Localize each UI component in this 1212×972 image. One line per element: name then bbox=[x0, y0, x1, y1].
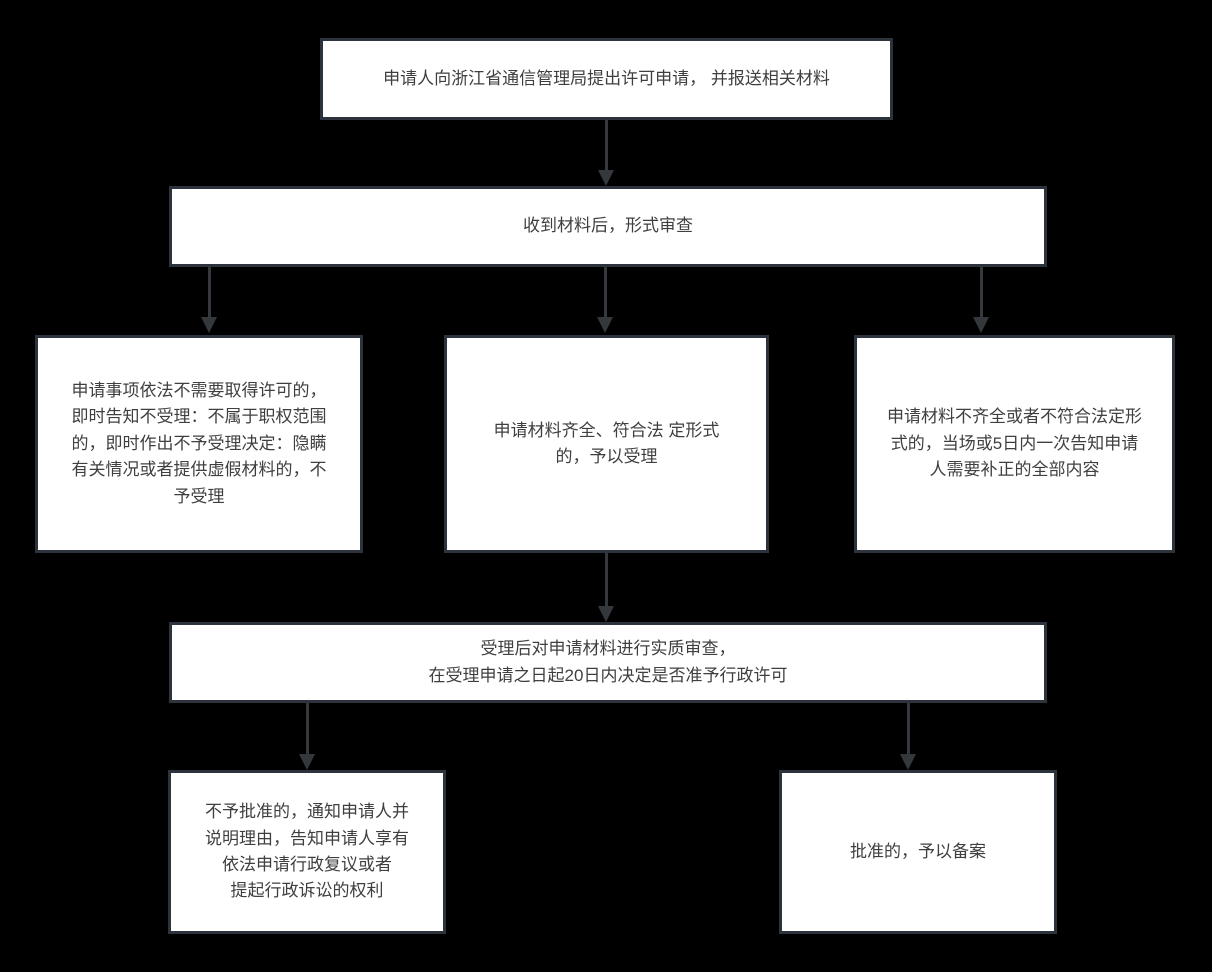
arrow-head-icon bbox=[299, 754, 315, 770]
arrow-head-icon bbox=[597, 317, 613, 333]
arrow-stem bbox=[305, 703, 309, 754]
arrow-stem bbox=[906, 703, 910, 754]
arrow-formal-review-to-not-accepted bbox=[201, 267, 217, 333]
node-not-accepted: 申请事项依法不需要取得许可的， 即时告知不受理：不属于职权范围 的，即时作出不予… bbox=[35, 335, 363, 553]
arrow-head-icon bbox=[900, 754, 916, 770]
arrow-apply-to-formal-review bbox=[598, 120, 614, 186]
node-substantive-review: 受理后对申请材料进行实质审查， 在受理申请之日起20日内决定是否准予行政许可 bbox=[169, 622, 1047, 703]
node-apply-submission: 申请人向浙江省通信管理局提出许可申请， 并报送相关材料 bbox=[320, 38, 893, 120]
arrow-stem bbox=[604, 120, 608, 170]
node-supplement-materials: 申请材料不齐全或者不符合法定形 式的，当场或5日内一次告知申请 人需要补正的全部… bbox=[854, 335, 1175, 553]
arrow-stem bbox=[603, 267, 607, 317]
arrow-substantive-review-to-approved bbox=[900, 703, 916, 770]
arrow-head-icon bbox=[973, 317, 989, 333]
node-formal-review: 收到材料后，形式审查 bbox=[169, 186, 1047, 267]
arrow-head-icon bbox=[598, 606, 614, 622]
arrow-accepted-to-substantive-review bbox=[598, 553, 614, 622]
arrow-stem bbox=[604, 553, 608, 606]
arrow-formal-review-to-supplement bbox=[973, 267, 989, 333]
node-refusal-notice: 不予批准的，通知申请人并 说明理由，告知申请人享有 依法申请行政复议或者 提起行… bbox=[168, 770, 446, 934]
arrow-head-icon bbox=[201, 317, 217, 333]
arrow-head-icon bbox=[598, 170, 614, 186]
arrow-substantive-review-to-refusal bbox=[299, 703, 315, 770]
arrow-stem bbox=[979, 267, 983, 317]
node-approved-record: 批准的，予以备案 bbox=[779, 770, 1057, 934]
node-accepted: 申请材料齐全、符合法 定形式 的，予以受理 bbox=[444, 335, 769, 553]
arrow-stem bbox=[207, 267, 211, 317]
arrow-formal-review-to-accepted bbox=[597, 267, 613, 333]
